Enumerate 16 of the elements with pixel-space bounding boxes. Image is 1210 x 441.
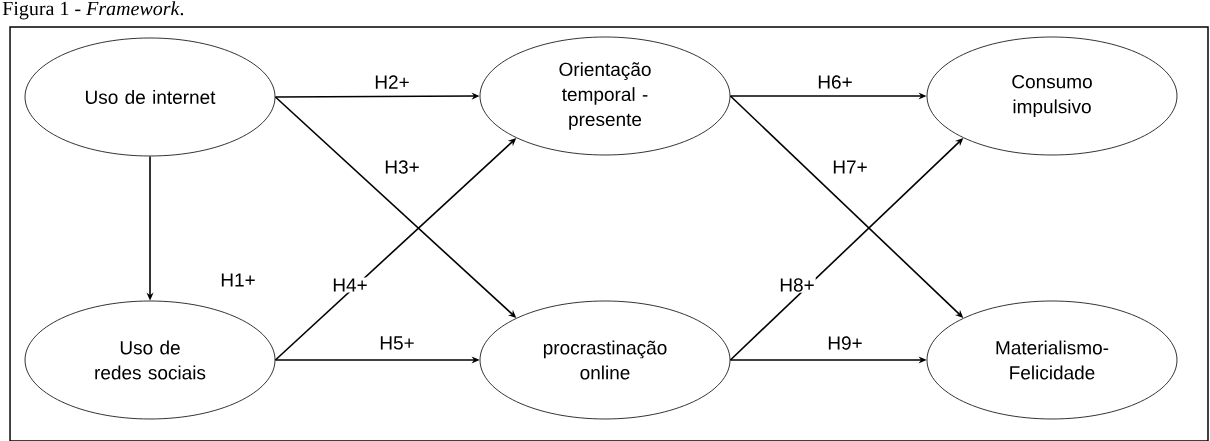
figure-title: Figura 1 - Framework. <box>2 1 184 20</box>
ellipse-node: Uso de internet <box>24 37 276 157</box>
ellipse-node: Uso de redes sociais <box>24 300 276 420</box>
edge-label: H9+ <box>826 335 864 351</box>
ellipse-node: Orientação temporal - presente <box>479 36 731 156</box>
edge-label: H7+ <box>831 159 869 175</box>
ellipse-node: Materialismo- Felicidade <box>926 300 1178 420</box>
edge-label: H1+ <box>219 272 257 288</box>
edge-label: H4+ <box>331 277 369 293</box>
ellipse-node: procrastinação online <box>479 300 731 420</box>
ellipse-node: Consumo impulsivo <box>926 36 1178 156</box>
edge-label: H8+ <box>778 277 816 293</box>
edge-label: H5+ <box>378 335 416 351</box>
edge-label: H6+ <box>816 74 854 90</box>
edge-label: H2+ <box>373 74 411 90</box>
edge-label: H3+ <box>383 159 421 175</box>
